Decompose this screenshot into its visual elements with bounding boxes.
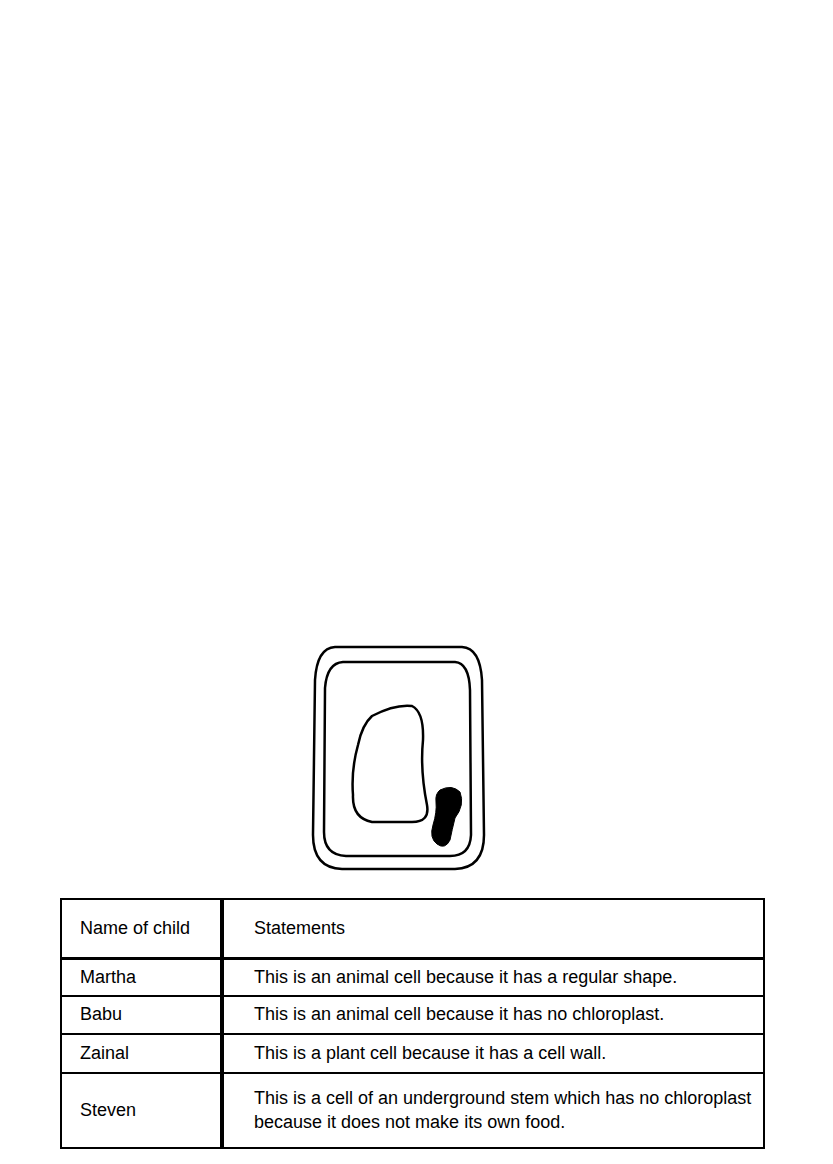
statement-text: This is an animal cell because it has a … xyxy=(254,966,753,989)
nucleus xyxy=(432,787,462,846)
statements-grid: Name of childStatementsMarthaThis is an … xyxy=(60,898,765,1149)
table-row: Zainal This is a plant cell because it ha… xyxy=(61,1034,764,1073)
table-cell: This is an animal cell because it has no… xyxy=(222,996,764,1034)
cell-wall xyxy=(313,647,484,869)
table-cell: This is a cell of an underground stem wh… xyxy=(222,1073,764,1148)
table-row: Martha This is an animal cell because it … xyxy=(61,958,764,996)
table-cell: This is a plant cell because it has a ce… xyxy=(222,1034,764,1073)
child-name: Steven xyxy=(80,1099,210,1122)
table-cell: Zainal xyxy=(61,1034,222,1073)
statements-table: Name of childStatementsMarthaThis is an … xyxy=(60,898,763,1149)
statement-text: This is a cell of an underground stem wh… xyxy=(254,1087,753,1134)
child-name: Martha xyxy=(80,966,210,989)
table-row: Name of child Statements xyxy=(61,899,764,958)
child-name: Zainal xyxy=(80,1042,210,1065)
statement-text: This is a plant cell because it has a ce… xyxy=(254,1042,753,1065)
table-cell: Name of child xyxy=(61,899,222,958)
table-cell: Statements xyxy=(222,899,764,958)
table-cell: Martha xyxy=(61,958,222,996)
table-cell: Babu xyxy=(61,996,222,1034)
table-row: Steven This is a cell of an underground s… xyxy=(61,1073,764,1148)
vacuole xyxy=(353,706,428,822)
column-heading: Statements xyxy=(254,917,753,940)
statement-text: This is an animal cell because it has no… xyxy=(254,1003,753,1026)
column-heading: Name of child xyxy=(80,917,210,940)
table-cell: This is an animal cell because it has a … xyxy=(222,958,764,996)
table-row: Babu This is an animal cell because it ha… xyxy=(61,996,764,1034)
child-name: Babu xyxy=(80,1003,210,1026)
cell-membrane xyxy=(324,662,471,856)
table-cell: Steven xyxy=(61,1073,222,1148)
